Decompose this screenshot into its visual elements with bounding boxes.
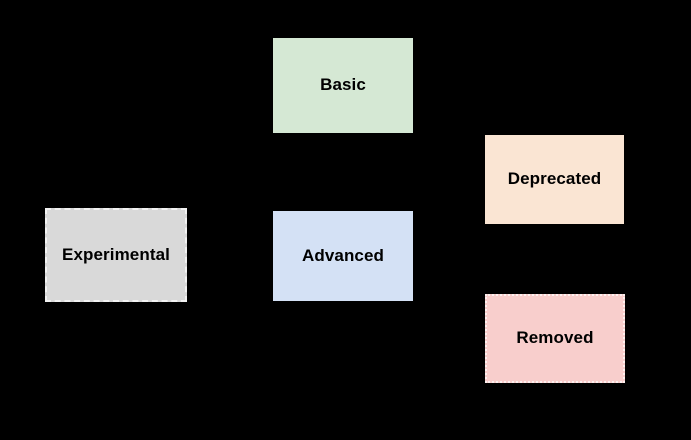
node-experimental-label: Experimental xyxy=(62,244,170,264)
node-basic-label: Basic xyxy=(320,75,366,95)
node-experimental[interactable]: Experimental xyxy=(45,208,187,302)
node-deprecated[interactable]: Deprecated xyxy=(485,135,624,224)
node-basic[interactable]: Basic xyxy=(273,38,413,133)
node-advanced-label: Advanced xyxy=(301,245,385,265)
node-removed-label: Removed xyxy=(516,328,594,348)
node-deprecated-label: Deprecated xyxy=(507,169,602,189)
node-advanced[interactable]: Advanced xyxy=(273,211,413,301)
node-removed[interactable]: Removed xyxy=(485,294,625,383)
